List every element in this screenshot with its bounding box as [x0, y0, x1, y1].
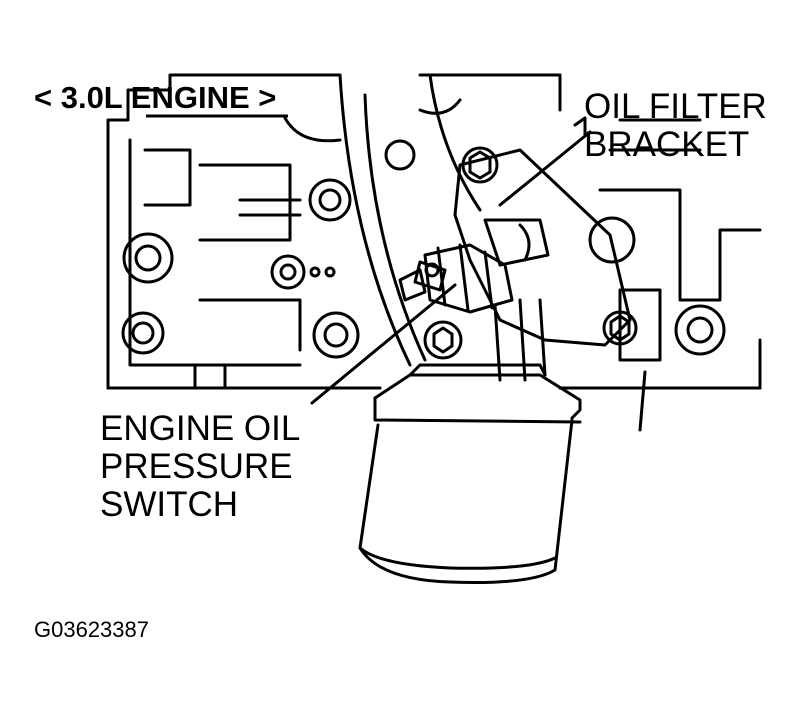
- oil-filter-bracket: [423, 146, 638, 382]
- figure-code: G03623387: [34, 617, 149, 642]
- bracket-leader-line: [498, 130, 592, 207]
- bracket-leader-arrow: [573, 116, 587, 137]
- engine-block: [106, 73, 762, 432]
- switch-leader-line: [310, 283, 457, 405]
- pressure-switch: [398, 243, 514, 314]
- engine-title: < 3.0L ENGINE >: [34, 80, 277, 115]
- pressure-switch-label-line-2: PRESSURE: [100, 447, 293, 486]
- oil-filter-bracket-label: OIL FILTER BRACKET: [584, 88, 767, 164]
- oil-filter: [358, 363, 582, 584]
- oil-filter-bracket-label-line-1: OIL FILTER: [584, 87, 767, 126]
- engine-oil-pressure-switch-label: ENGINE OIL PRESSURE SWITCH: [100, 410, 300, 524]
- pressure-switch-label-line-3: SWITCH: [100, 485, 239, 524]
- oil-filter-bracket-label-line-2: BRACKET: [584, 125, 750, 164]
- pressure-switch-label-line-1: ENGINE OIL: [100, 409, 301, 448]
